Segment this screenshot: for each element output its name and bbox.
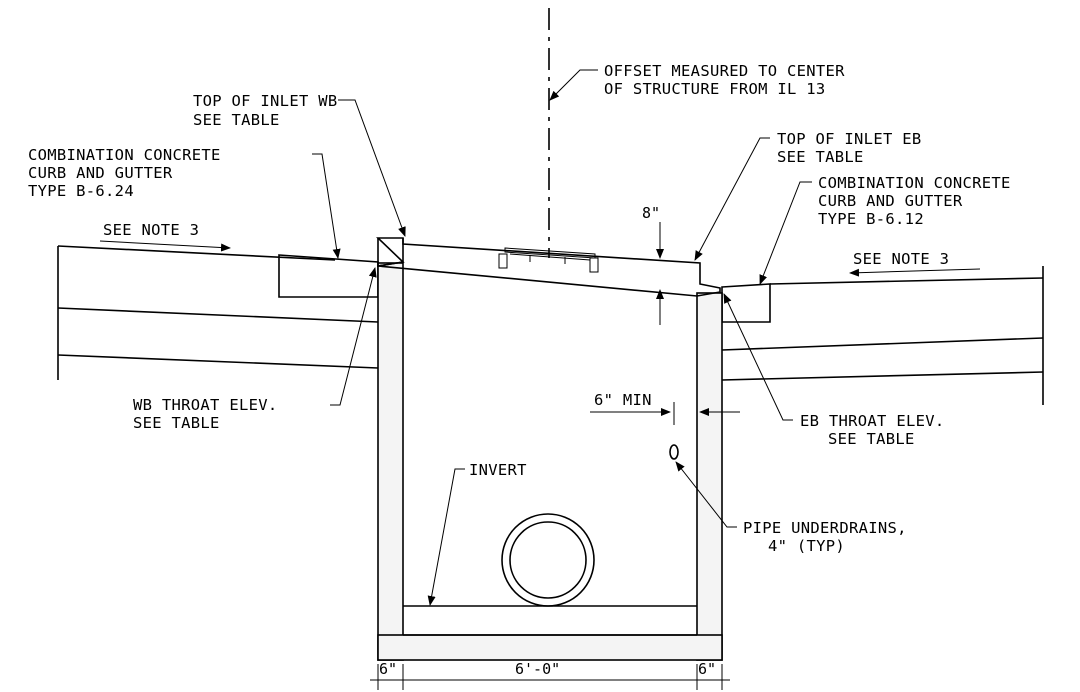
leaders [99, 69, 981, 606]
eb-curb-gutter [721, 283, 771, 323]
eb-pavement [721, 266, 1044, 405]
base-slab [377, 634, 723, 661]
top-eb-label-line2: SEE TABLE [777, 148, 864, 166]
min-clearance-dimension [590, 402, 740, 425]
invert-label: INVERT [469, 461, 527, 479]
throat-eb-label-line1: EB THROAT ELEV. [800, 412, 944, 430]
left-wall-dim-label: 6" [379, 660, 397, 678]
lid-thickness-label: 8" [642, 204, 660, 222]
min-clearance-label: 6" MIN [594, 391, 652, 409]
curb-eb-label-line1: COMBINATION CONCRETE [818, 174, 1011, 192]
wb-pavement [57, 245, 379, 380]
underdrain-label-line1: PIPE UNDERDRAINS, [743, 519, 907, 537]
curb-wb-label-line1: COMBINATION CONCRETE [28, 146, 221, 164]
throat-wb-label-line1: WB THROAT ELEV. [133, 396, 277, 414]
right-wall-dim-label: 6" [698, 660, 716, 678]
throat-eb-label-line2: SEE TABLE [828, 430, 915, 448]
grate-casting [498, 247, 599, 273]
top-wb-label-line2: SEE TABLE [193, 111, 280, 129]
offset-label-line2: OF STRUCTURE FROM IL 13 [604, 80, 826, 98]
top-eb-label-line1: TOP OF INLET EB [777, 130, 921, 148]
top-wb-label-line1: TOP OF INLET WB [193, 92, 337, 110]
curb-eb-label-line2: CURB AND GUTTER [818, 192, 963, 210]
inlet-top-slab [376, 237, 721, 297]
wb-curb-gutter [278, 254, 379, 298]
inside-width-dim-label: 6'-0" [515, 660, 560, 678]
curb-wb-label-line2: CURB AND GUTTER [28, 164, 173, 182]
throat-wb-label-line2: SEE TABLE [133, 414, 220, 432]
offset-label-line1: OFFSET MEASURED TO CENTER [604, 62, 845, 80]
wb-wall [377, 262, 404, 661]
pipe-underdrain-icon [669, 444, 679, 460]
bottom-dimension [370, 664, 730, 690]
outlet-pipe [501, 513, 595, 607]
underdrain-label-line2: 4" (TYP) [768, 537, 845, 555]
note-eb-label: SEE NOTE 3 [853, 250, 949, 268]
note-wb-label: SEE NOTE 3 [103, 221, 199, 239]
curb-wb-label-line3: TYPE B-6.24 [28, 182, 134, 200]
eb-wall [696, 292, 723, 661]
curb-eb-label-line3: TYPE B-6.12 [818, 210, 924, 228]
